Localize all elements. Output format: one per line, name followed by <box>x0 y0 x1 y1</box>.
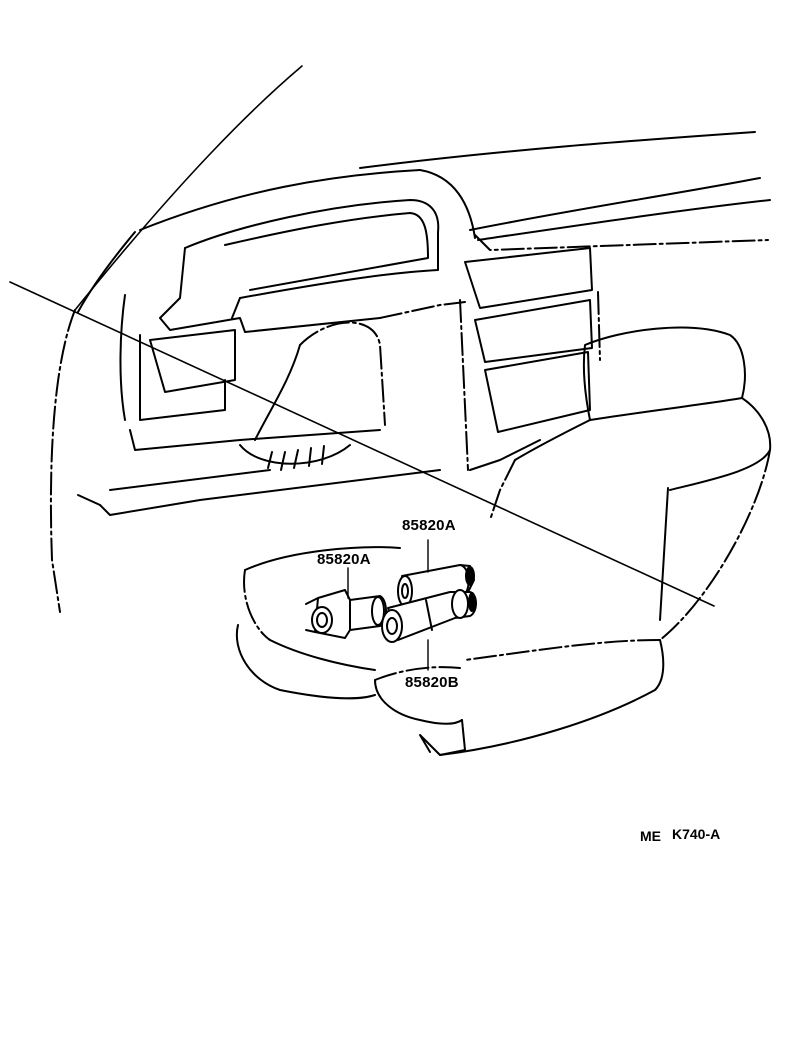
instrument-hood <box>159 199 466 333</box>
part-label-85820a-upper: 85820A <box>402 517 456 534</box>
a-pillar-lines <box>49 65 303 613</box>
switch-lower <box>381 589 477 643</box>
seat-cushion <box>235 546 665 756</box>
switch-left <box>305 589 387 639</box>
drawing-code-prefix: ME <box>640 828 661 844</box>
part-label-85820a-left: 85820A <box>317 551 371 568</box>
drawing-code-number: K740-A <box>672 826 721 842</box>
steering-column <box>239 321 386 471</box>
center-console <box>459 247 601 471</box>
leader-lines <box>347 539 429 671</box>
diagonal-reference-line <box>9 281 715 607</box>
left-vent-panel <box>77 294 441 516</box>
part-label-85820b: 85820B <box>405 674 459 691</box>
seat-back <box>489 326 772 641</box>
dashboard-top <box>139 131 771 251</box>
